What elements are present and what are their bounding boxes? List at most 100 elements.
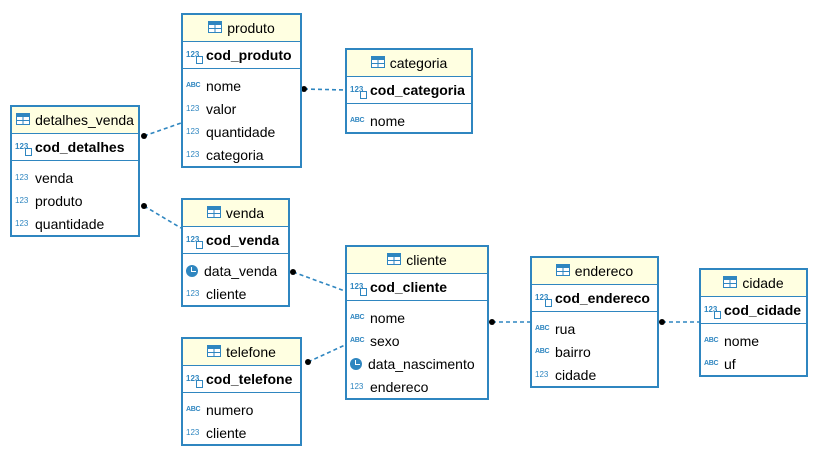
column-name: data_nascimento	[368, 355, 475, 372]
key-icon: 123	[350, 283, 368, 296]
relationship-endpoint-dot	[305, 359, 311, 365]
table-icon	[207, 344, 226, 360]
entity-header[interactable]: telefone	[183, 339, 300, 366]
text-type-icon: ABC	[704, 360, 719, 367]
entity-title: produto	[227, 20, 275, 36]
entity-header[interactable]: produto	[183, 15, 300, 42]
number-type-icon: 123	[15, 218, 29, 228]
table-icon	[206, 205, 226, 221]
column-name: nome	[370, 112, 406, 129]
entity-header[interactable]: cliente	[347, 247, 487, 274]
entity-header[interactable]: endereco	[532, 258, 657, 285]
relationship-detalhes_venda-produto[interactable]	[143, 122, 182, 137]
text-type-icon: ABC	[535, 325, 550, 332]
column-name: bairro	[555, 343, 591, 360]
relationship-endpoint-dot	[489, 319, 495, 325]
pk-column-name: cod_cidade	[724, 302, 802, 318]
table-icon	[208, 20, 227, 36]
entity-title: detalhes_venda	[35, 112, 134, 128]
pk-column-name: cod_venda	[206, 232, 280, 248]
number-type-icon: 123	[535, 369, 549, 379]
entity-title: venda	[225, 205, 265, 221]
column-row[interactable]: 123 quantidade	[183, 120, 300, 143]
table-icon	[370, 55, 390, 71]
text-type-icon: ABC	[704, 337, 719, 344]
text-type-icon: ABC	[186, 406, 201, 413]
column-row[interactable]: data_nascimento	[347, 352, 487, 375]
relationship-detalhes_venda-venda[interactable]	[143, 205, 182, 229]
table-icon	[555, 263, 575, 279]
column-row[interactable]: ABC uf	[701, 352, 806, 375]
number-type-icon: 123	[186, 126, 200, 136]
number-type-icon: 123	[350, 381, 364, 391]
text-type-icon: ABC	[186, 82, 201, 89]
column-name: uf	[724, 355, 736, 372]
column-row[interactable]: data_venda	[183, 259, 288, 282]
column-row[interactable]: 123 categoria	[183, 143, 300, 166]
column-name: produto	[35, 192, 83, 209]
column-row[interactable]: 123 endereco	[347, 375, 487, 398]
entity-header[interactable]: cidade	[701, 270, 806, 297]
column-name: categoria	[206, 146, 264, 163]
text-type-icon: ABC	[350, 314, 365, 321]
entity-header[interactable]: categoria	[347, 50, 471, 77]
column-name: rua	[555, 320, 576, 337]
number-type-icon: 123	[186, 103, 200, 113]
relationship-telefone-cliente[interactable]	[307, 344, 346, 363]
pk-column-name: cod_cliente	[370, 279, 448, 295]
column-name: quantidade	[206, 123, 276, 140]
clock-icon	[186, 264, 198, 277]
table-icon	[723, 275, 742, 291]
entity-header[interactable]: detalhes_venda	[12, 107, 138, 134]
relationship-endpoint-dot	[141, 203, 147, 209]
number-type-icon: 123	[186, 149, 200, 159]
column-name: cliente	[206, 285, 247, 302]
clock-icon	[350, 357, 362, 370]
pk-column-name: cod_categoria	[370, 82, 465, 98]
key-icon: 123	[186, 375, 204, 388]
number-type-icon: 123	[186, 427, 200, 437]
relationship-produto-categoria[interactable]	[303, 88, 346, 91]
column-row[interactable]: ABC nome	[183, 74, 300, 97]
entity-header[interactable]: venda	[183, 200, 288, 227]
table-icon	[16, 112, 35, 128]
key-icon: 123	[15, 143, 33, 156]
entity-title: telefone	[226, 344, 276, 360]
column-name: nome	[206, 77, 242, 94]
pk-column-name: cod_telefone	[206, 371, 293, 387]
column-row[interactable]: ABC rua	[532, 317, 657, 340]
column-row[interactable]: 123 cidade	[532, 363, 657, 386]
column-name: endereco	[370, 378, 429, 395]
text-type-icon: ABC	[350, 337, 365, 344]
relationship-venda-cliente[interactable]	[292, 271, 346, 292]
column-name: cidade	[555, 366, 597, 383]
